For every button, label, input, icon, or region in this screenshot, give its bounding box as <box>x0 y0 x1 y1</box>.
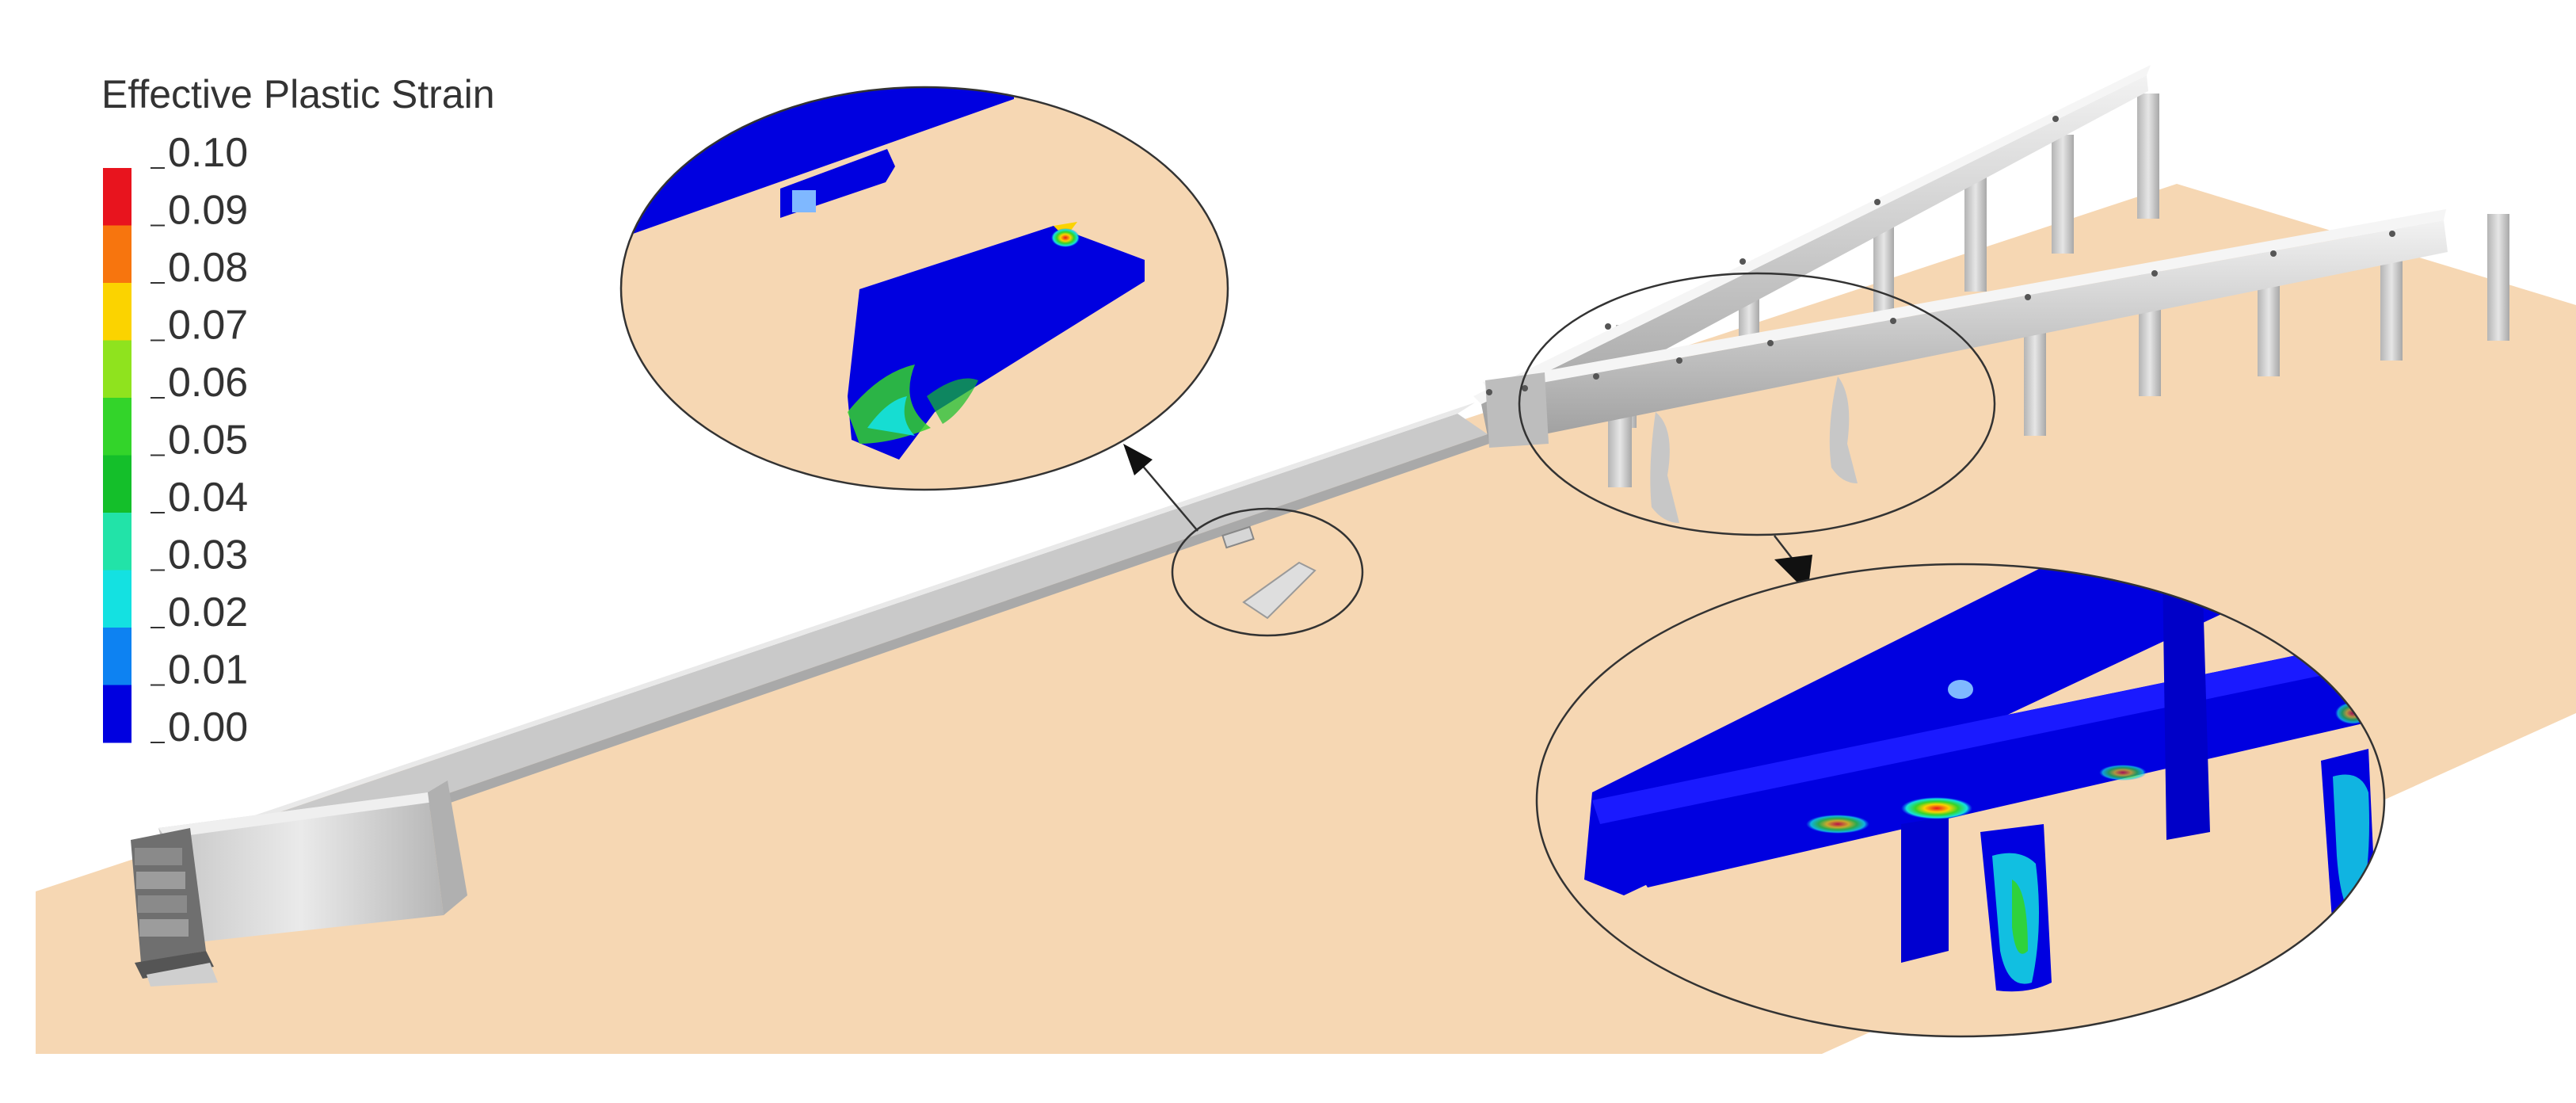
upper-rail <box>1473 65 2151 444</box>
legend-tick-label: 0.10 <box>168 130 248 176</box>
bottom-zoom-inset <box>1535 563 2386 1038</box>
end-terminal <box>131 780 467 987</box>
legend-color-bar <box>103 168 131 743</box>
legend-swatch <box>103 225 131 284</box>
rail-bolts <box>1486 116 2395 395</box>
legend-tick-label: 0.01 <box>168 647 248 693</box>
middle-highlight-circle <box>1171 507 1364 637</box>
legend-swatch <box>103 340 131 399</box>
legend-tick-label: 0.02 <box>168 590 248 635</box>
legend-swatch <box>103 685 131 743</box>
legend-swatch <box>103 513 131 571</box>
legend-tick-label: 0.08 <box>168 245 248 291</box>
legend-swatch <box>103 168 131 226</box>
legend-swatch <box>103 455 131 513</box>
legend-tick-label: 0.04 <box>168 475 248 521</box>
legend-tick-label: 0.07 <box>168 303 248 349</box>
lower-rail <box>1483 209 2448 448</box>
legend-tick-label: 0.05 <box>168 418 248 464</box>
legend-tick-label: 0.03 <box>168 532 248 578</box>
legend-swatch <box>103 283 131 341</box>
rail-highlight-circle <box>1518 272 1996 536</box>
legend-swatch <box>103 398 131 456</box>
legend-swatch <box>103 628 131 685</box>
legend-tick-label: 0.09 <box>168 188 248 234</box>
arrow-to-top-zoom <box>1123 444 1198 532</box>
top-zoom-inset <box>619 86 1229 491</box>
approach-beam <box>151 403 1489 895</box>
clip-detail-small <box>1221 525 1317 620</box>
legend-tick-label: 0.06 <box>168 360 248 406</box>
legend-tick-labels: 0.10 0.09 0.08 0.07 0.06 0.05 0.04 0.03 0.02 0.01… <box>151 130 248 750</box>
strain-legend: Effective Plastic Strain 0.10 0.09 0.08 0.0… <box>101 72 495 750</box>
legend-swatch <box>103 570 131 628</box>
legend-title: Effective Plastic Strain <box>101 72 495 116</box>
legend-tick-label: 0.00 <box>168 704 248 750</box>
